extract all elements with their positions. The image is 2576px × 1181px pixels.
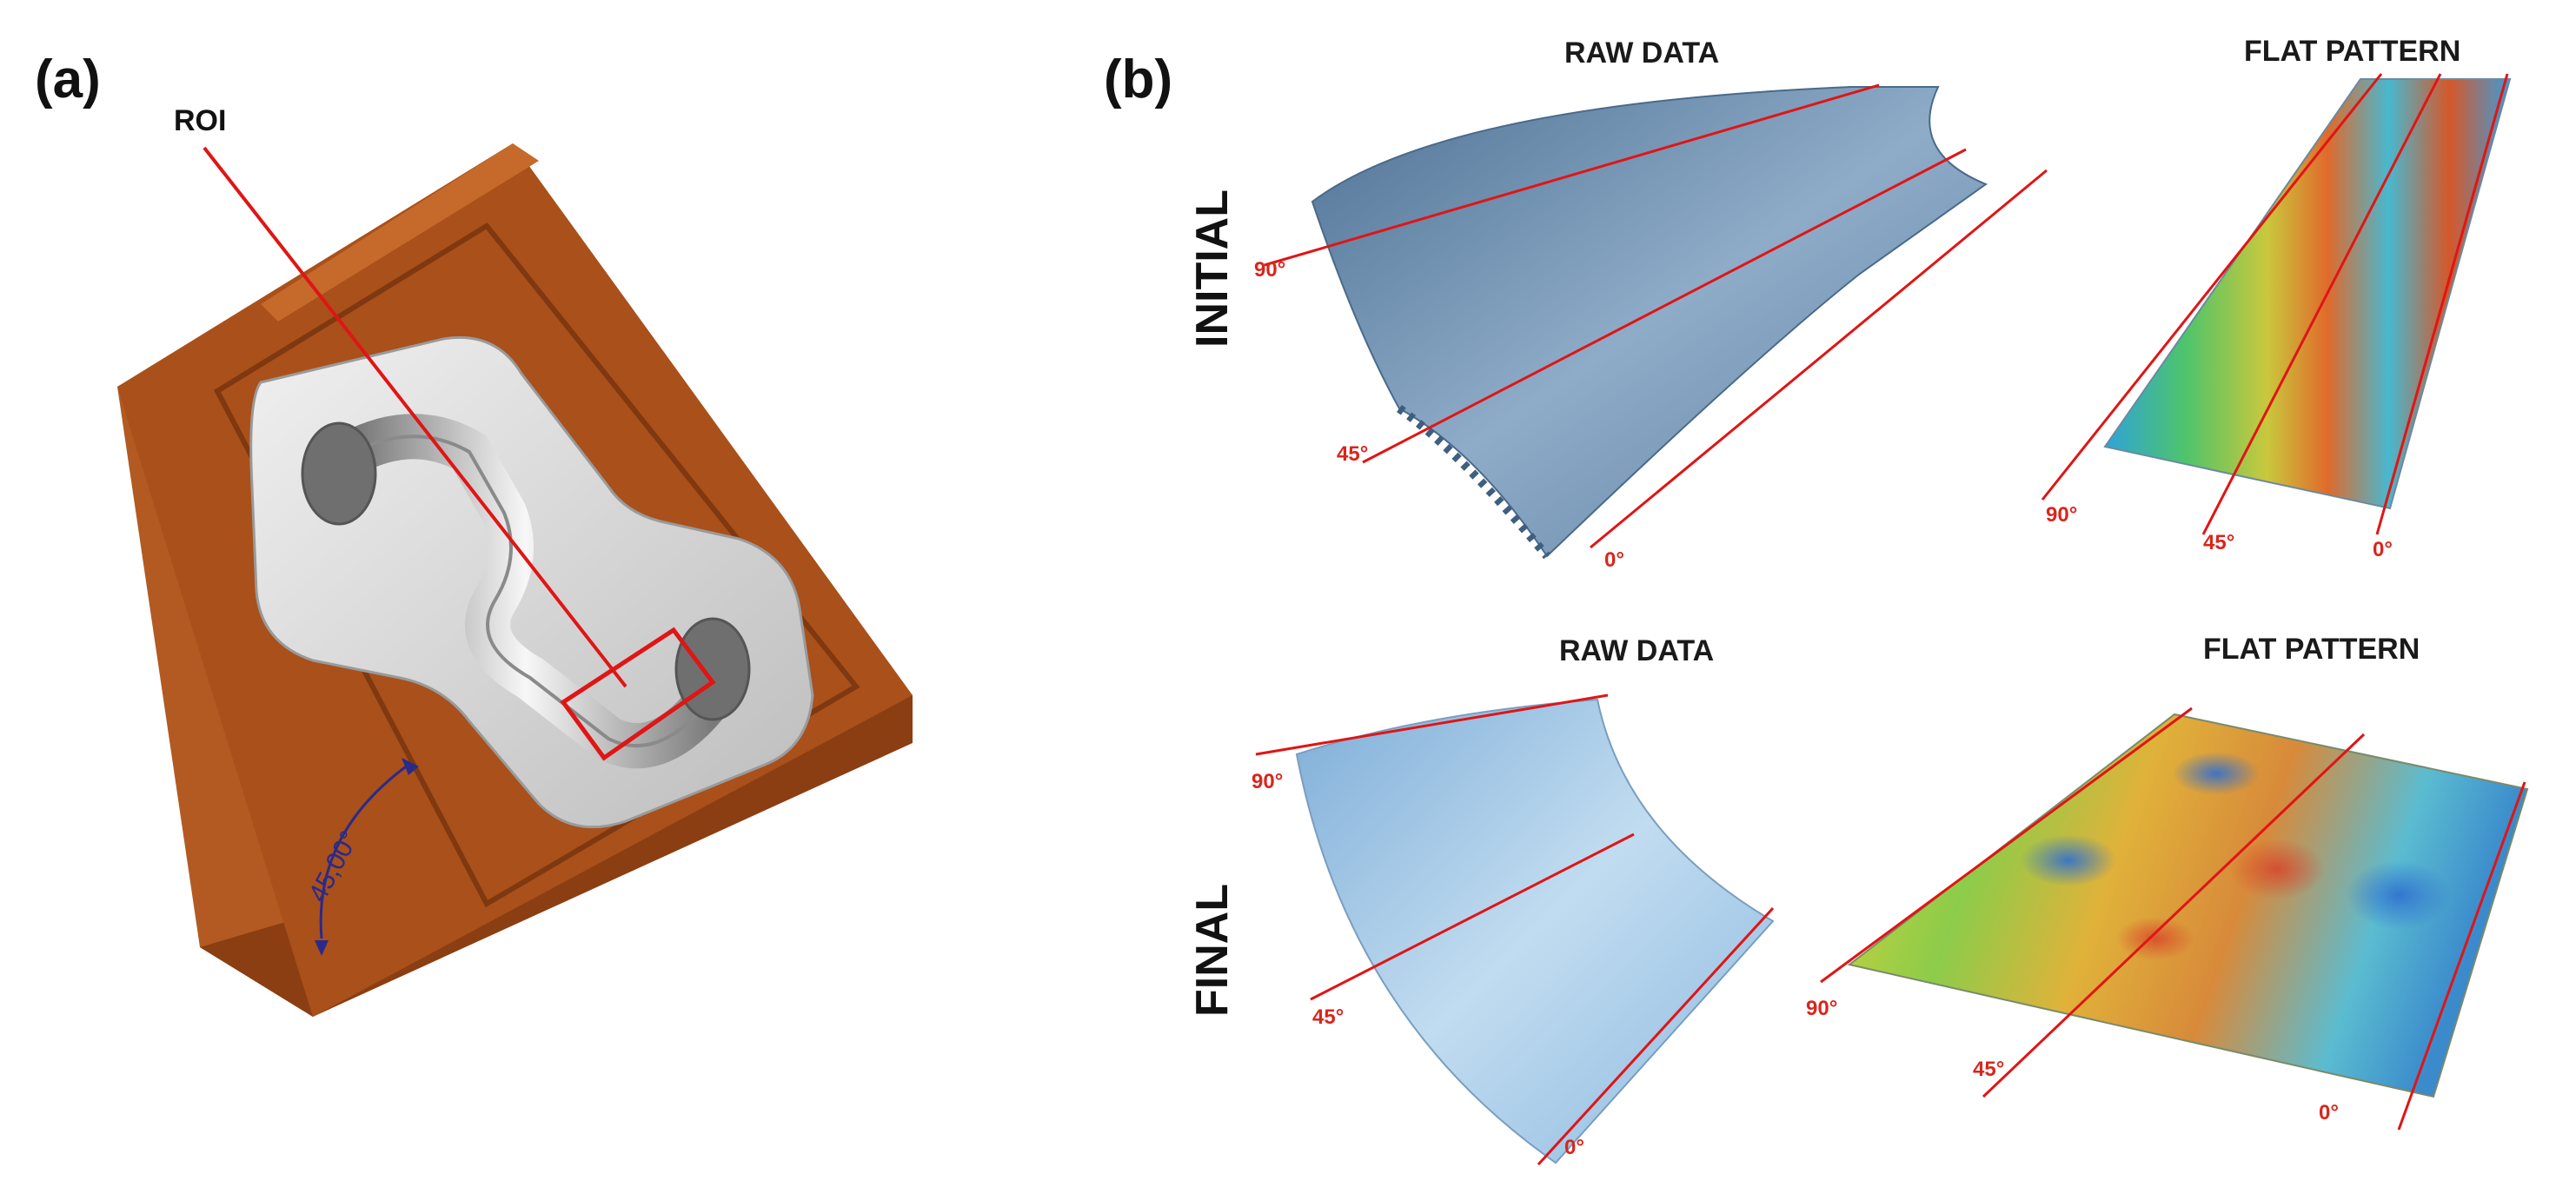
final-flat-blue-region-1	[2021, 834, 2116, 886]
final-flat-line-45	[1982, 733, 2366, 1098]
final-flat-line-0	[2397, 781, 2526, 1131]
initial-flat-angle-0: 0°	[2373, 538, 2393, 561]
final-flat-red-region-1	[2229, 839, 2325, 899]
initial-raw-angle-90: 90°	[1254, 258, 1285, 282]
final-flat-blue-region-2	[2173, 752, 2260, 795]
initial-raw-angle-45: 45°	[1337, 442, 1368, 466]
heading-initial-flat: FLAT PATTERN	[2244, 35, 2460, 68]
row-label-initial: INITIAL	[1187, 189, 1238, 348]
final-flat-angle-90: 90°	[1806, 997, 1837, 1020]
initial-raw-jagged-edge	[1397, 404, 1550, 560]
final-flat-angle-45: 45°	[1973, 1058, 2004, 1081]
final-raw-angle-90: 90°	[1251, 770, 1283, 793]
initial-flat-surface: 90° 45° 0°	[2041, 73, 2512, 561]
final-flat-mesh	[1847, 713, 2529, 1098]
panel-b: (b) INITIAL FINAL RAW DATA FLAT PATTERN …	[1104, 35, 2529, 1166]
dimension-arrow-top	[402, 758, 419, 775]
heading-final-raw: RAW DATA	[1559, 634, 1714, 667]
panel-a: (a) ROI	[35, 50, 913, 1017]
roi-label: ROI	[174, 104, 226, 137]
final-raw-line-0	[1537, 906, 1775, 1166]
final-flat-blue-region-3	[2347, 860, 2451, 930]
final-flat-surface: 90° 45° 0°	[1806, 707, 2529, 1131]
dimension-arrow-bottom	[315, 940, 329, 956]
roi-leader-line	[202, 146, 627, 688]
initial-flat-line-0	[2375, 73, 2509, 535]
initial-raw-line-90	[1264, 83, 1880, 267]
final-flat-line-90	[1820, 707, 2193, 984]
initial-raw-angle-0: 0°	[1604, 548, 1624, 572]
roi-box	[560, 627, 716, 761]
final-flat-angle-0: 0°	[2319, 1101, 2339, 1125]
final-raw-mesh	[1295, 698, 1775, 1164]
initial-raw-mesh	[1311, 86, 1988, 558]
panel-a-label: (a)	[35, 50, 101, 109]
final-raw-surface: 90° 45° 0°	[1251, 693, 1775, 1166]
fixture-ridge	[261, 143, 539, 322]
panel-b-label: (b)	[1104, 50, 1172, 109]
hole-left	[301, 421, 377, 526]
initial-flat-angle-45: 45°	[2203, 531, 2234, 554]
initial-raw-line-0	[1590, 169, 2048, 549]
dimension-arc	[319, 763, 409, 939]
row-label-final: FINAL	[1187, 884, 1238, 1017]
fixture-pocket-outline	[214, 222, 860, 908]
heading-final-flat: FLAT PATTERN	[2203, 633, 2420, 666]
initial-flat-angle-90: 90°	[2046, 503, 2077, 527]
final-flat-red-region-2	[2116, 917, 2194, 960]
roi-callout: ROI	[174, 104, 716, 761]
heading-initial-raw: RAW DATA	[1564, 36, 1719, 70]
hole-right	[674, 617, 751, 721]
initial-flat-line-45	[2201, 73, 2442, 535]
final-raw-line-45	[1310, 833, 1635, 1001]
initial-raw-line-45	[1362, 148, 1967, 464]
initial-raw-surface: 90° 45° 0°	[1254, 83, 2048, 572]
final-raw-line-90	[1255, 693, 1609, 756]
final-raw-angle-45: 45°	[1312, 1005, 1344, 1029]
initial-flat-mesh	[2103, 78, 2512, 510]
initial-flat-line-90	[2041, 73, 2383, 501]
final-raw-angle-0: 0°	[1564, 1136, 1584, 1159]
